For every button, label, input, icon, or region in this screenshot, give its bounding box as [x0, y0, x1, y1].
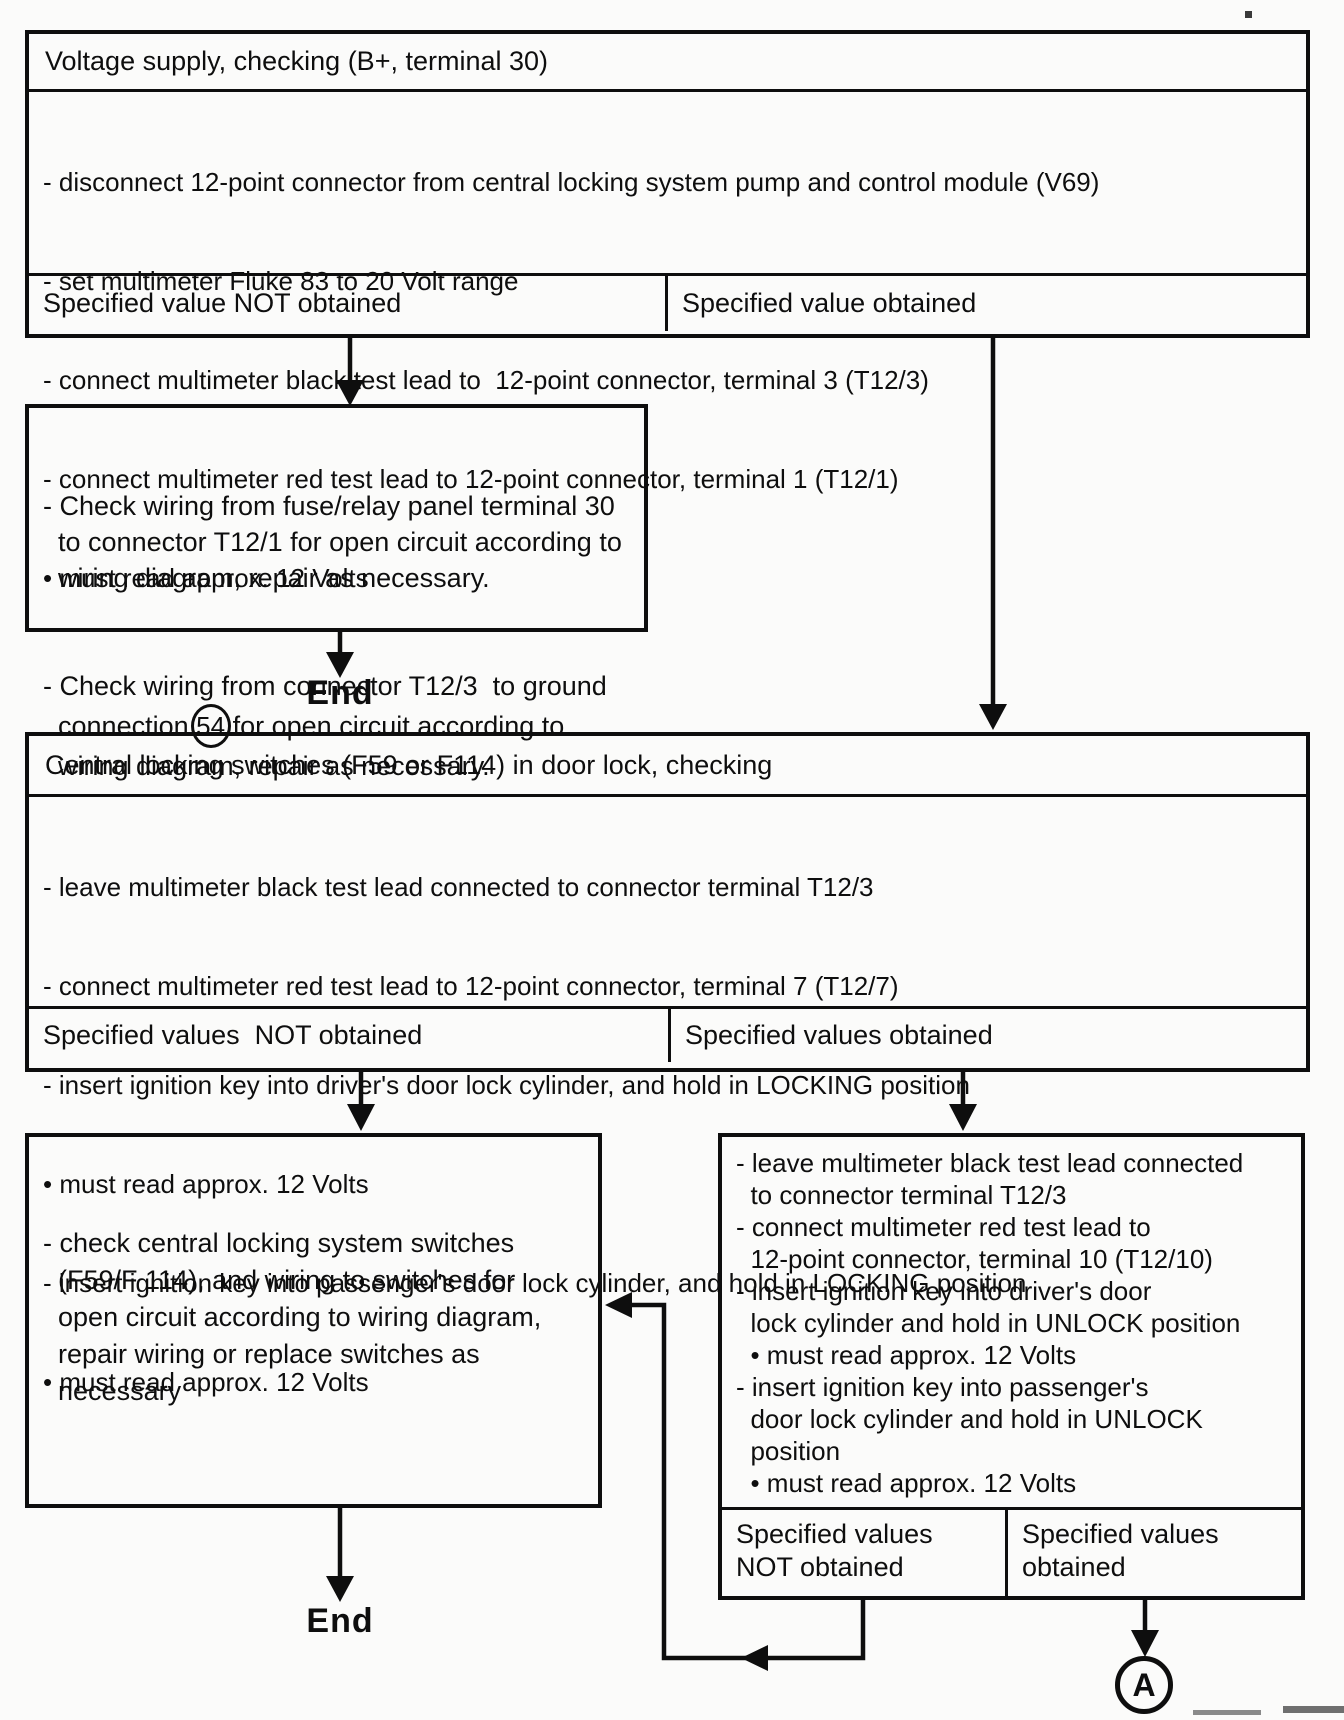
step-line: • must read approx. 12 Volts: [736, 1340, 1077, 1370]
voltage-outcome-row: Specified value NOT obtained Specified v…: [29, 273, 1306, 331]
lock-switch-outcome-row: Specified values NOT obtained Specified …: [29, 1006, 1306, 1062]
unlock-outcome-row: Specified values NOT obtained Specified …: [722, 1507, 1301, 1596]
unlock-check-box: - leave multimeter black test lead conne…: [718, 1133, 1305, 1600]
step-line: • must read approx. 12 Volts: [736, 1468, 1077, 1498]
ground-connection-54-symbol: 54: [190, 704, 231, 748]
outcome-values-obtained: Specified values obtained: [668, 1009, 1306, 1062]
arrowhead-left-mid: [741, 1645, 768, 1671]
lock-switch-check-title: Central locking switches (F59 or F114) i…: [45, 749, 773, 780]
step-text-before: - Check wiring from connector T12/3 to g…: [43, 671, 607, 741]
repair-wiring-box: - Check wiring from fuse/relay panel ter…: [25, 404, 648, 781]
outcome-values-obtained: Specified values obtained: [1005, 1510, 1301, 1596]
step-line: - Check wiring from fuse/relay panel ter…: [43, 491, 622, 593]
step-line-with-ground-symbol: - Check wiring from connector T12/3 to g…: [43, 668, 636, 784]
arrowhead: [1131, 1630, 1159, 1657]
end-terminal-2: End: [306, 1602, 374, 1640]
step-line: - disconnect 12-point connector from cen…: [43, 167, 1100, 197]
repair-switches-box: - check central locking system switches …: [25, 1133, 602, 1508]
arrowhead: [326, 1576, 354, 1602]
voltage-supply-check-box: Voltage supply, checking (B+, terminal 3…: [25, 30, 1310, 593]
end-terminal-1: End: [306, 674, 374, 712]
outcome-value-obtained: Specified value obtained: [665, 276, 1306, 331]
scan-speck: [1245, 11, 1252, 18]
outcome-values-not-obtained: Specified values NOT obtained: [736, 1519, 933, 1582]
step-line: - connect multimeter red test lead to 12…: [736, 1212, 1213, 1274]
step-line: - set multimeter Fluke 83 to 20 Volt ran…: [43, 266, 519, 296]
step-text-after: for open circuit according to wiring dia…: [58, 711, 565, 781]
step-line: - insert ignition key into driver's door…: [43, 1070, 970, 1100]
step-line: - check central locking system switches …: [43, 1228, 542, 1406]
arrowhead: [979, 704, 1007, 730]
outcome-values-not-obtained: Specified values NOT obtained: [43, 1020, 423, 1050]
step-line: - insert ignition key into passenger's d…: [43, 1268, 1027, 1298]
step-line: • must read approx. 12 Volts: [43, 563, 369, 593]
step-line: - leave multimeter black test lead conne…: [43, 872, 874, 902]
scan-mark-bottom: [1193, 1710, 1261, 1715]
scan-mark-bottom: [1283, 1706, 1344, 1713]
step-line: • must read approx. 12 Volts: [43, 1169, 369, 1199]
lock-switch-check-box: Central locking switches (F59 or F114) i…: [25, 732, 1310, 1397]
unlock-check-steps: - leave multimeter black test lead conne…: [722, 1137, 1301, 1507]
off-page-connector-a: A: [1115, 1656, 1173, 1714]
step-line: - connect multimeter red test lead to 12…: [43, 464, 899, 494]
outcome-value-not-obtained: Specified value NOT obtained: [43, 288, 402, 318]
step-line: - leave multimeter black test lead conne…: [736, 1148, 1244, 1210]
lock-switch-check-steps: - leave multimeter black test lead conne…: [29, 794, 1306, 1397]
voltage-supply-check-steps: - disconnect 12-point connector from cen…: [29, 89, 1306, 593]
step-line: - insert ignition key into driver's door…: [736, 1276, 1241, 1338]
step-line: - insert ignition key into passenger's d…: [736, 1372, 1203, 1466]
step-line: - connect multimeter black test lead to …: [43, 365, 929, 395]
step-line: • must read approx. 12 Volts: [43, 1367, 369, 1397]
step-line: - connect multimeter red test lead to 12…: [43, 971, 899, 1001]
voltage-supply-check-title: Voltage supply, checking (B+, terminal 3…: [45, 46, 549, 76]
connector-a-label: A: [1132, 1666, 1156, 1703]
